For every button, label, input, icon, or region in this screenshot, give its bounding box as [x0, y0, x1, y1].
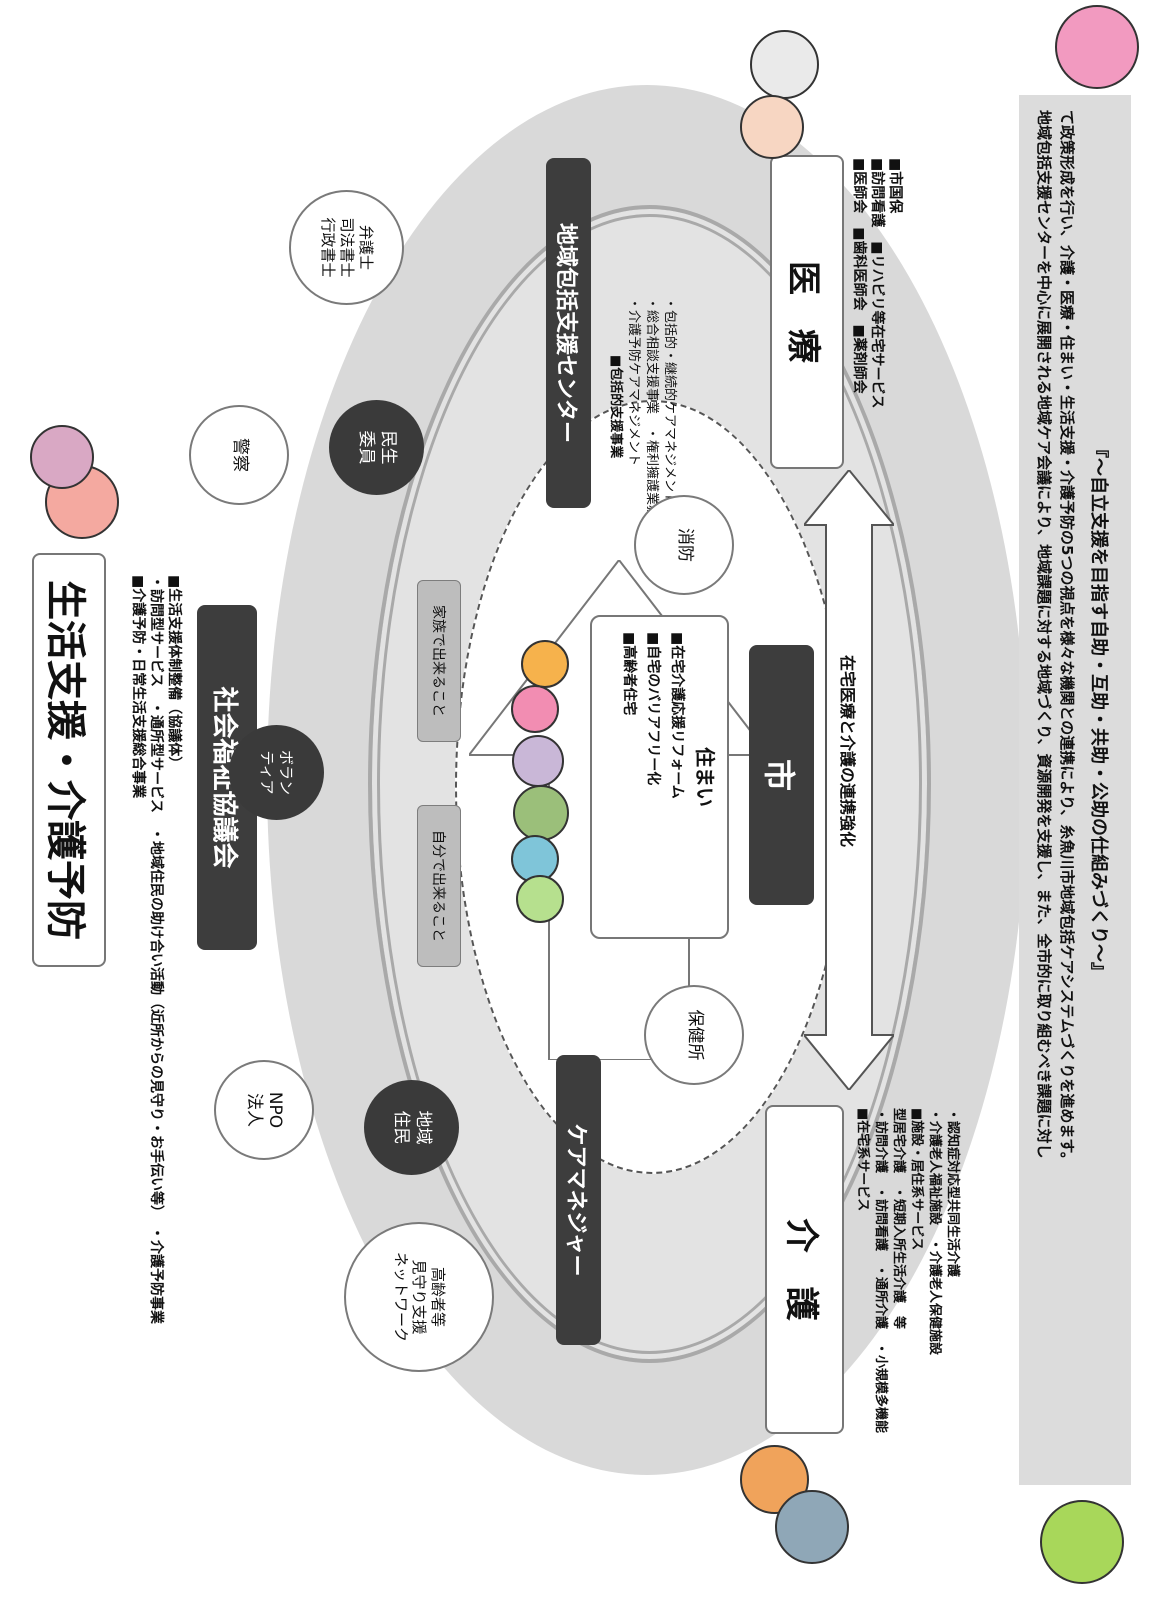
housing-line-1: ■在宅介護応援リフォーム	[669, 632, 685, 799]
family-help-label: 家族で出来ること	[430, 605, 446, 717]
mascot-fish-illustration	[1040, 1500, 1124, 1584]
minsei-circle: 民生委員	[329, 400, 424, 495]
footer-line-2: て政策形成を行い、介護・医療・住まい・生活支援・介護予防の5つの視点を様々な機関…	[1058, 110, 1076, 1167]
center-label: 地域包括支援センター	[553, 222, 579, 443]
medical-box: 医 療	[770, 155, 844, 469]
city-label: 市	[760, 758, 799, 791]
center-bar: 地域包括支援センター	[546, 158, 591, 508]
self-help-box: 自分で出来ること	[417, 805, 461, 967]
wheelchair-illustration	[775, 1490, 849, 1564]
care-manager-bar: ケアマネジャー	[556, 1055, 601, 1345]
center-line-1: ■包括的支援事業	[608, 355, 623, 459]
medical-line-3: ■市国保	[887, 158, 903, 214]
footer-slogan: 『～自立支援を目指す自助・互助・共助・公助の仕組みづくり～』	[1088, 440, 1109, 980]
police-circle: 警察	[189, 405, 289, 505]
header-line-3: ■生活支援体制整備（協議体）	[166, 575, 182, 771]
residents-circle: 地域住民	[364, 1080, 459, 1175]
care-line-4: ■施設・居住系サービス	[909, 1108, 924, 1251]
care-title: 介 護	[781, 1218, 821, 1321]
elder-illustration	[30, 425, 94, 489]
nurse-illustration	[740, 95, 804, 159]
header-title-box: 生活支援・介護予防	[32, 553, 106, 967]
doctor-illustration	[750, 30, 819, 99]
arrow-label: 在宅医療と介護の連携強化	[838, 655, 857, 848]
volunteer-circle: ボランティア	[229, 725, 324, 820]
medical-title: 医 療	[783, 261, 824, 363]
care-line-2: ・訪問介護 ・訪問看護 ・通所介護 ・小規模多機能	[873, 1108, 888, 1434]
health-center-circle: 保健所	[644, 985, 744, 1085]
care-line-6: ・認知症対応型共同生活介護	[945, 1108, 960, 1278]
family-help-box: 家族で出来ること	[417, 580, 461, 742]
family-illustration	[459, 640, 609, 923]
center-line-2: ・介護予防ケアマネジメント	[626, 297, 641, 467]
footer-line-1: 地域包括支援センターを中心に展開される地域ケア会議により、地域課題に対する地域づ…	[1035, 110, 1053, 1159]
self-help-label: 自分で出来ること	[430, 830, 446, 942]
housing-line-2: ■自宅のバリアフリー化	[645, 632, 661, 786]
watch-network-circle: 高齢者等見守り支援ネットワーク	[344, 1222, 494, 1372]
housing-line-3: ■高齢者住宅	[621, 632, 637, 716]
fire-circle: 消防	[634, 495, 734, 595]
care-box: 介 護	[765, 1105, 844, 1434]
care-line-1: ■在宅系サービス	[855, 1108, 870, 1212]
mascot-girl-illustration	[1055, 5, 1139, 89]
care-line-3: 型居宅介護 ・短期入所生活介護 等	[891, 1108, 906, 1330]
coordination-arrow	[804, 470, 894, 1090]
header-title: 生活支援・介護予防	[42, 580, 88, 940]
center-line-3: ・総合相談支援事業 ・権利擁護業務	[644, 297, 659, 519]
care-line-5: ・介護老人福祉施設 ・介護老人保健施設	[927, 1108, 942, 1356]
lawyers-circle: 弁護士司法書士行政書士	[289, 190, 404, 305]
housing-title: 住まい	[693, 747, 717, 807]
care-manager-label: ケアマネジャー	[563, 1123, 589, 1277]
housing-box: 住まい ■在宅介護応援リフォーム ■自宅のバリアフリー化 ■高齢者住宅	[590, 615, 729, 939]
